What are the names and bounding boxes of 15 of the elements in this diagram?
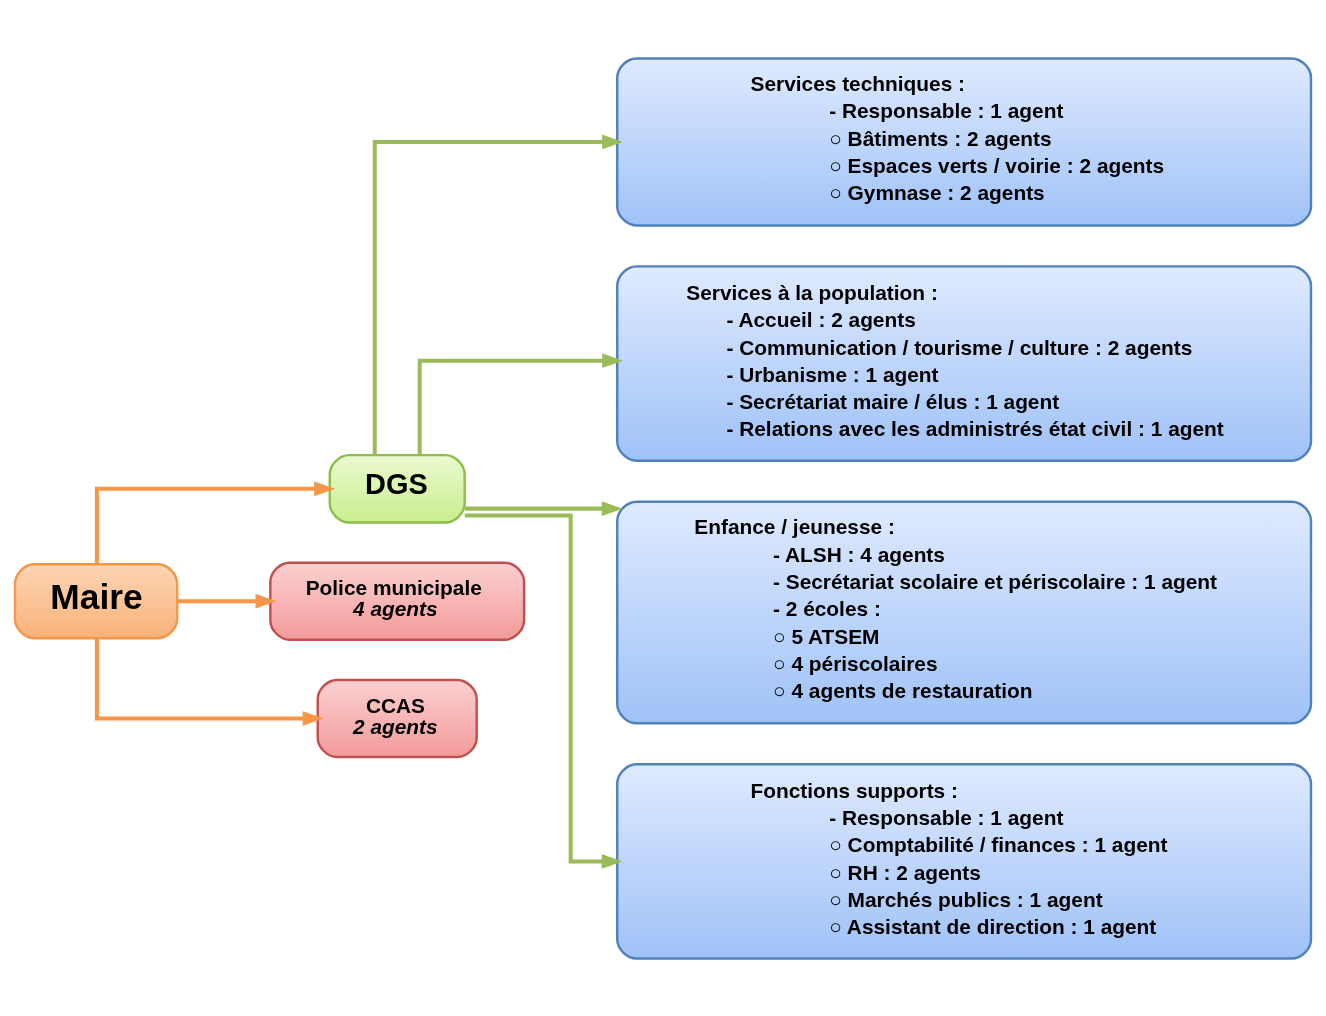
arrow bbox=[417, 352, 624, 454]
node-box: Fonctions supports : - Responsable : 1 agent ○ Comptabilité / finances : 1 agent ○ RH : 2 agents ○ Marchés publics : 1 agent ○ Assistant de direction : 1 agent bbox=[616, 762, 1313, 960]
arrow bbox=[94, 637, 324, 726]
arrow bbox=[465, 500, 623, 516]
node-box: Maire bbox=[13, 562, 179, 639]
arrow bbox=[177, 593, 277, 609]
node-box: CCAS 2 agents bbox=[316, 678, 478, 758]
node-box: Enfance / jeunesse : - ALSH : 4 agents - Secrétariat scolaire et périscolaire : 1 agent - 2 écoles : ○ 5 ATSEM ○ 4 périscolaires ○ 4 agents de restauration bbox=[616, 499, 1313, 724]
node-box: DGS bbox=[328, 453, 466, 524]
arrow bbox=[464, 513, 623, 869]
node-box: Police municipale 4 agents bbox=[269, 561, 526, 641]
arrow bbox=[372, 134, 624, 455]
node-box: Services techniques : - Responsable : 1 agent ○ Bâtiments : 2 agents ○ Espaces verts / voirie : 2 agents ○ Gymnase : 2 agents bbox=[616, 56, 1313, 227]
node-box: Services à la population : - Accueil : 2 agents - Communication / tourisme / culture : 2 agents - Urbanisme : 1 agent - Secrétariat maire / élus : 1 agent - Relations avec les administrés état civil : 1 agent bbox=[616, 264, 1313, 462]
arrow bbox=[94, 481, 336, 564]
